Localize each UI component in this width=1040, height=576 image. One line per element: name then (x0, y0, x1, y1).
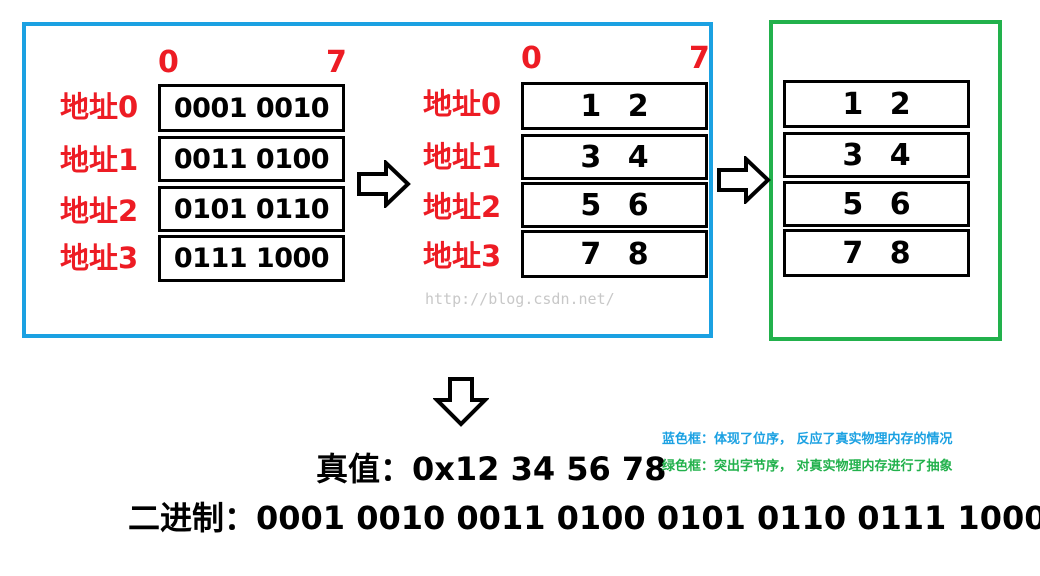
watermark: http://blog.csdn.net/ (425, 290, 615, 308)
binary-cell: 0101 0110 (158, 186, 345, 232)
byte-cell: 7 8 (783, 229, 970, 277)
byte-cell: 5 6 (783, 181, 970, 227)
blue-frame (22, 22, 713, 338)
bit-index-start: 0 (158, 45, 179, 80)
right-arrow-icon (717, 156, 771, 204)
byte-cell: 3 4 (783, 132, 970, 178)
address-label: 地址3 (60, 241, 139, 275)
byte-cell: 7 8 (521, 230, 708, 278)
right-arrow-icon (357, 160, 411, 208)
binary-cell: 0011 0100 (158, 136, 345, 182)
bit-index-start: 0 (521, 41, 542, 76)
binary-cell: 0001 0010 (158, 84, 345, 132)
byte-cell: 5 6 (521, 182, 708, 228)
binary-line: 二进制：0001 0010 0011 0100 0101 0110 0111 1… (128, 499, 1040, 537)
true-value-line: 真值：0x12 34 56 78 (316, 450, 667, 488)
legend-green: 绿色框：突出字节序， 对真实物理内存进行了抽象 (662, 459, 953, 474)
bit-index-end: 7 (689, 41, 710, 76)
address-label: 地址2 (60, 194, 139, 228)
down-arrow-icon (433, 377, 489, 427)
address-label: 地址0 (423, 87, 502, 121)
address-label: 地址3 (423, 239, 502, 273)
byte-cell: 3 4 (521, 134, 708, 180)
address-label: 地址1 (423, 140, 502, 174)
address-label: 地址2 (423, 190, 502, 224)
address-label: 地址0 (60, 90, 139, 124)
legend-blue: 蓝色框：体现了位序， 反应了真实物理内存的情况 (662, 432, 953, 447)
byte-cell: 1 2 (783, 80, 970, 128)
address-label: 地址1 (60, 143, 139, 177)
bit-index-end: 7 (326, 45, 347, 80)
binary-cell: 0111 1000 (158, 235, 345, 282)
byte-cell: 1 2 (521, 82, 708, 130)
green-frame (769, 20, 1002, 341)
